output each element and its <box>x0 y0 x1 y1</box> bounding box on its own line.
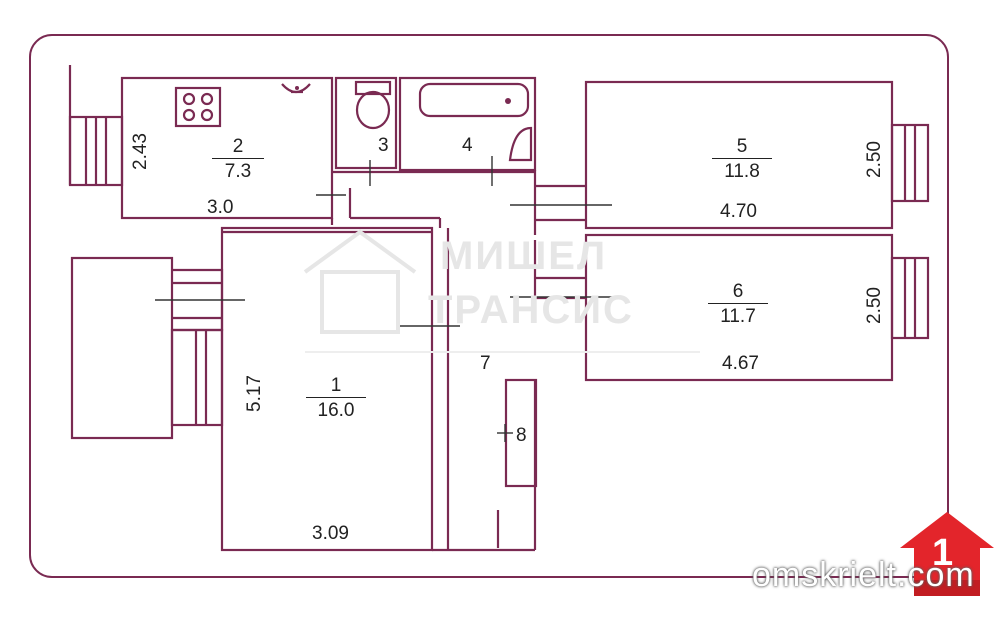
room-1-height-dim: 5.17 <box>243 375 265 412</box>
room-1-label: 1 16.0 <box>306 375 366 422</box>
kitchen-width-dim: 3.0 <box>207 197 234 218</box>
room-bathroom <box>398 76 537 172</box>
kitchen-height-dim: 2.43 <box>129 133 151 170</box>
outer-boundary <box>29 34 949 578</box>
stove-icon <box>174 86 222 128</box>
brand-logo-icon <box>900 512 994 596</box>
bathtub-icon <box>418 82 530 118</box>
room-4-label: 4 <box>462 135 473 156</box>
washbasin-icon <box>508 126 533 162</box>
room-8-label: 8 <box>516 425 527 446</box>
room-6-label: 6 11.7 <box>708 281 768 328</box>
room-kitchen <box>120 76 334 220</box>
watermark-line-1: МИШЕЛ <box>440 234 608 278</box>
left-annex <box>70 256 174 440</box>
room-5-height-dim: 2.50 <box>863 141 885 178</box>
room-1-width-dim: 3.09 <box>312 523 349 544</box>
room-toilet <box>334 76 398 170</box>
logo-digit: 1 <box>932 532 954 574</box>
room-2-label: 2 7.3 <box>212 136 264 183</box>
room-6-width-dim: 4.67 <box>722 353 759 374</box>
room-1 <box>220 226 434 552</box>
right-window-bottom <box>890 256 930 340</box>
room-6-height-dim: 2.50 <box>863 287 885 324</box>
room-7-label: 7 <box>480 353 491 374</box>
room-5-label: 5 11.8 <box>712 136 772 183</box>
watermark-line-2: ТРАНСИС <box>428 288 634 332</box>
watermark-house-icon <box>303 229 417 334</box>
room-5-width-dim: 4.70 <box>720 201 757 222</box>
site-watermark[interactable]: omskrielt.com <box>752 556 975 594</box>
right-window-top <box>890 123 930 203</box>
room-3-label: 3 <box>378 135 389 156</box>
toilet-icon <box>355 90 391 130</box>
